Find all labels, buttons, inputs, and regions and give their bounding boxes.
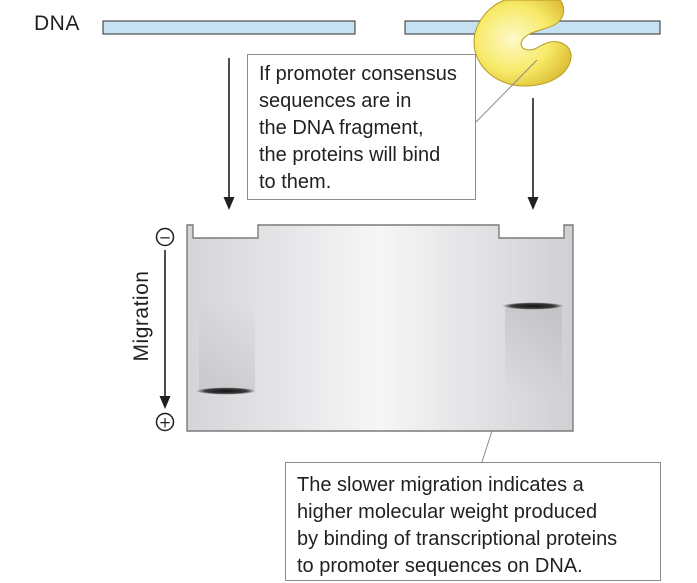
- lane-smear-right: [505, 308, 562, 398]
- load-arrow-left: [223, 58, 235, 210]
- load-arrow-right: [527, 98, 539, 210]
- callout-line: to them.: [259, 171, 332, 193]
- callout-line: by binding of transcriptional proteins: [297, 528, 618, 550]
- callout-line: The slower migration indicates a: [297, 474, 584, 496]
- gel: [186, 224, 574, 432]
- migration-arrow: [159, 250, 171, 409]
- svg-text:+: +: [159, 414, 172, 432]
- migration-label: Migration: [130, 270, 153, 362]
- plus-electrode-icon: +: [155, 412, 175, 432]
- callout-binding-note: If promoter consensus sequences are in t…: [247, 54, 476, 200]
- callout-line: the DNA fragment,: [259, 117, 424, 139]
- svg-text:−: −: [159, 229, 172, 247]
- callout-line: the proteins will bind: [259, 144, 441, 166]
- band-free-dna: [196, 387, 256, 395]
- minus-electrode-icon: −: [155, 227, 175, 247]
- transcriptional-protein-icon: [473, 0, 572, 87]
- callout-line: to promoter sequences on DNA.: [297, 555, 583, 577]
- callout-top-pointer: [475, 59, 538, 123]
- callout-line: sequences are in: [259, 90, 412, 112]
- callout-line: If promoter consensus: [259, 63, 457, 85]
- dna-fragment-free: [102, 20, 356, 35]
- callout-migration-note: The slower migration indicates a higher …: [285, 462, 661, 581]
- band-protein-dna-complex: [502, 302, 564, 310]
- dna-label: DNA: [34, 12, 80, 35]
- lane-smear-left: [199, 300, 255, 390]
- callout-line: higher molecular weight produced: [297, 501, 598, 523]
